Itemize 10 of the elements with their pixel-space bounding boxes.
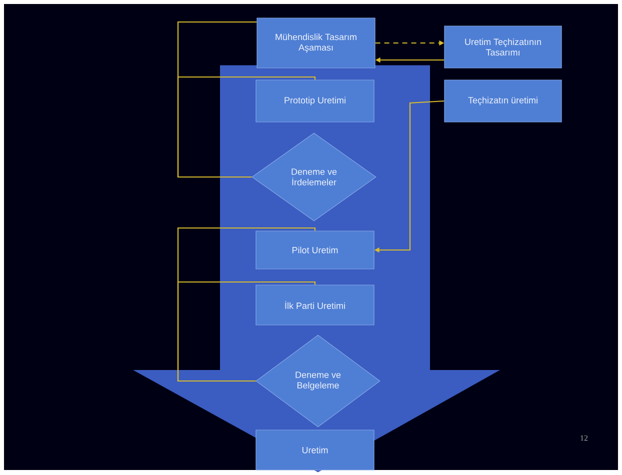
process-box: Prototip Uretimi bbox=[256, 80, 374, 122]
connector-line bbox=[177, 281, 316, 382]
connector-line bbox=[177, 76, 316, 178]
process-box: Pilot Uretim bbox=[256, 230, 374, 270]
process-box: Uretim bbox=[256, 430, 374, 470]
process-box: İlk Parti Uretimi bbox=[256, 284, 374, 326]
page-number: 12 bbox=[580, 435, 588, 441]
process-box: Uretim Teçhizatının Tasarımı bbox=[444, 26, 562, 68]
process-box: Teçhizatın üretimi bbox=[444, 80, 562, 122]
process-box: Mühendislik Tasarım Aşaması bbox=[256, 18, 376, 68]
